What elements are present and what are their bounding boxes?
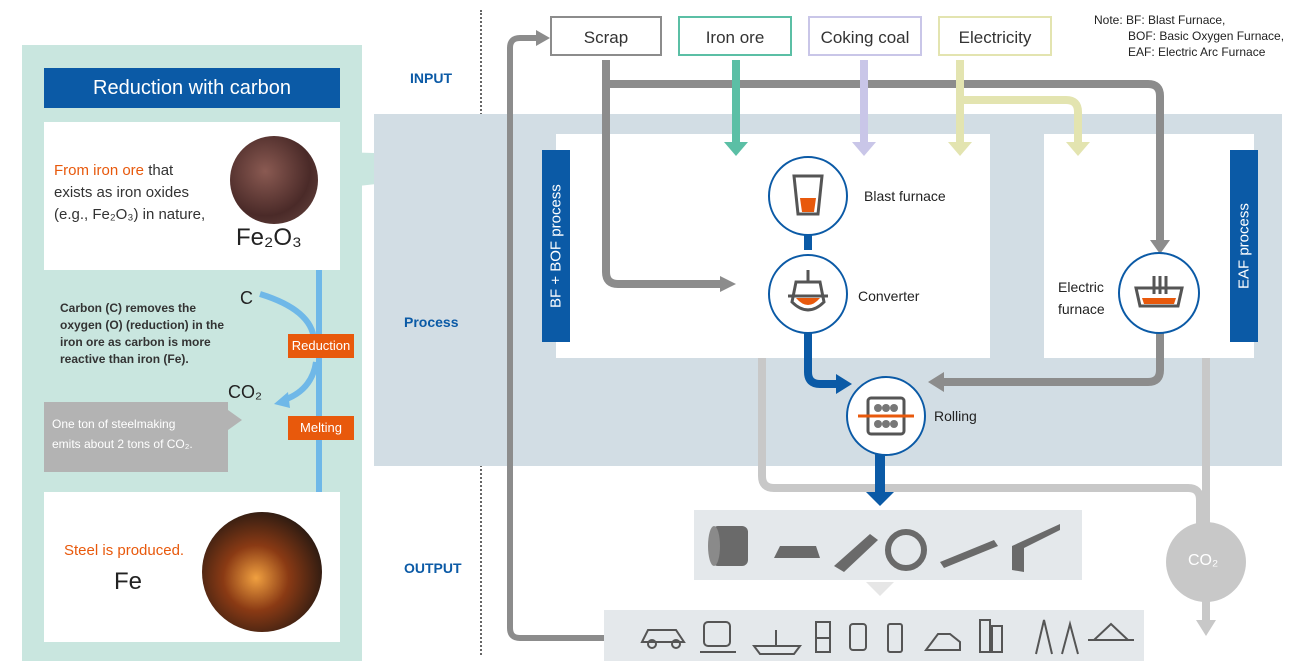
- bf-bof-area: [556, 134, 990, 358]
- electric-furnace-label-line: furnace: [1058, 301, 1105, 317]
- carbon-note-line: reactive than iron (Fe).: [60, 352, 189, 366]
- rolling-icon: [846, 376, 926, 456]
- carbon-note: Carbon (C) removes the oxygen (O) (reduc…: [60, 300, 224, 368]
- bf-bof-process-text: BF + BOF process: [547, 184, 565, 308]
- iron-ore-photo: [230, 136, 318, 224]
- co2-symbol: CO₂: [228, 382, 262, 402]
- iron-ore-box: From iron ore that exists as iron oxides…: [44, 122, 340, 270]
- reduction-tag: Reduction: [288, 334, 354, 358]
- steel-formula: Fe: [114, 568, 143, 595]
- electric-furnace-icon: [1118, 252, 1200, 334]
- co2-output-circle: [1166, 522, 1246, 602]
- iron-ore-highlight: From iron ore: [54, 162, 145, 179]
- carbon-note-line: oxygen (O) (reduction) in the: [60, 318, 224, 332]
- carbon-symbol: C: [240, 288, 253, 308]
- eaf-process-label: EAF process: [1230, 150, 1258, 342]
- input-iron-ore: Iron ore: [678, 16, 792, 56]
- callout-pointer: [228, 410, 242, 430]
- steel-uses-panel: [604, 610, 1144, 661]
- input-coking-coal: Coking coal: [808, 16, 922, 56]
- row-label-output: OUTPUT: [404, 560, 462, 576]
- co2-output-label: CO₂: [1188, 552, 1219, 569]
- electric-furnace-label-line: Electric: [1058, 279, 1104, 295]
- iron-ore-text-3: (e.g., Fe₂O₃) in nature,: [54, 206, 206, 223]
- iron-ore-text-1: that: [144, 162, 174, 179]
- bf-bof-process-label: BF + BOF process: [542, 150, 570, 342]
- blast-furnace-icon: [768, 156, 848, 236]
- eaf-process-text: EAF process: [1235, 203, 1253, 289]
- electric-furnace-label: Electric furnace: [1058, 276, 1105, 320]
- emission-callout: One ton of steelmaking emits about 2 ton…: [44, 402, 228, 472]
- iron-ore-formula: Fe₂O₃: [236, 224, 302, 251]
- converter-label: Converter: [858, 288, 920, 304]
- reduction-panel-title: Reduction with carbon: [44, 68, 340, 108]
- steel-box: Steel is produced. Fe: [44, 492, 340, 642]
- emission-note-line: One ton of steelmaking: [52, 417, 176, 431]
- row-label-input: INPUT: [410, 70, 452, 86]
- blast-furnace-label: Blast furnace: [864, 188, 946, 204]
- iron-ore-text-2: exists as iron oxides: [54, 184, 190, 201]
- note-line: Note: BF: Blast Furnace,: [1094, 13, 1226, 27]
- row-label-process: Process: [404, 314, 459, 330]
- note-line: EAF: Electric Arc Furnace: [1128, 45, 1266, 59]
- steel-photo: [202, 512, 322, 632]
- converter-icon: [768, 254, 848, 334]
- note-line: BOF: Basic Oxygen Furnace,: [1128, 29, 1285, 43]
- steel-products-panel: [694, 510, 1082, 580]
- steel-highlight: Steel is produced.: [64, 542, 185, 559]
- abbreviation-note: Note: BF: Blast Furnace, BOF: Basic Oxyg…: [1094, 12, 1284, 60]
- carbon-note-line: Carbon (C) removes the: [60, 301, 197, 315]
- rolling-label: Rolling: [934, 408, 977, 424]
- carbon-note-line: iron ore as carbon is more: [60, 335, 211, 349]
- input-electricity: Electricity: [938, 16, 1052, 56]
- melting-tag: Melting: [288, 416, 354, 440]
- input-scrap: Scrap: [550, 16, 662, 56]
- emission-note-line: emits about 2 tons of CO₂.: [52, 437, 193, 451]
